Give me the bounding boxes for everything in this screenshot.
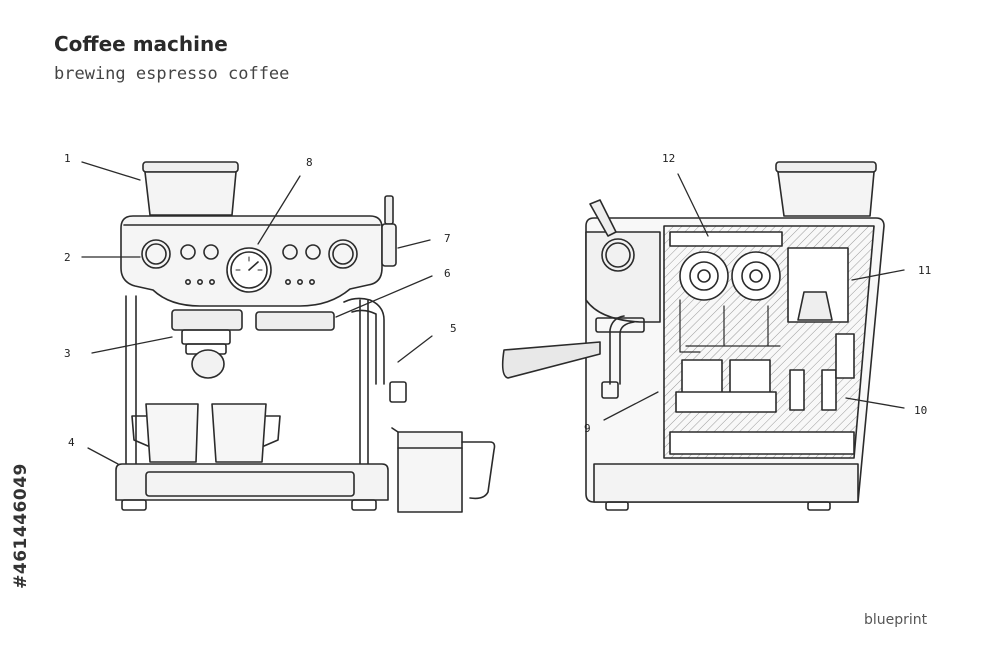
blueprint-label: blueprint [864, 612, 928, 628]
steam-wand [343, 297, 407, 403]
callout-1: 1 [64, 152, 71, 165]
callout-7: 7 [444, 232, 451, 245]
callout-4: 4 [68, 436, 75, 449]
machine-head [120, 215, 383, 307]
front-view [115, 161, 496, 513]
callout-2: 2 [64, 251, 71, 264]
callout-6: 6 [444, 267, 451, 280]
milk-pitcher [391, 427, 496, 513]
cutaway-section [663, 225, 875, 459]
callout-lines [81, 161, 905, 465]
machine-base [115, 463, 389, 511]
callout-3: 3 [64, 347, 71, 360]
callout-12: 12 [662, 152, 675, 165]
bean-hopper [142, 161, 239, 216]
group-head [171, 309, 243, 379]
side-view [501, 161, 885, 511]
callout-9: 9 [584, 422, 591, 435]
steam-valve [381, 195, 397, 267]
callout-5: 5 [450, 322, 457, 335]
page-title: Coffee machine [54, 32, 228, 56]
callout-8: 8 [306, 156, 313, 169]
cups [131, 403, 281, 463]
page-subtitle: brewing espresso coffee [54, 64, 290, 84]
callout-11: 11 [918, 264, 931, 277]
callout-10: 10 [914, 404, 927, 417]
